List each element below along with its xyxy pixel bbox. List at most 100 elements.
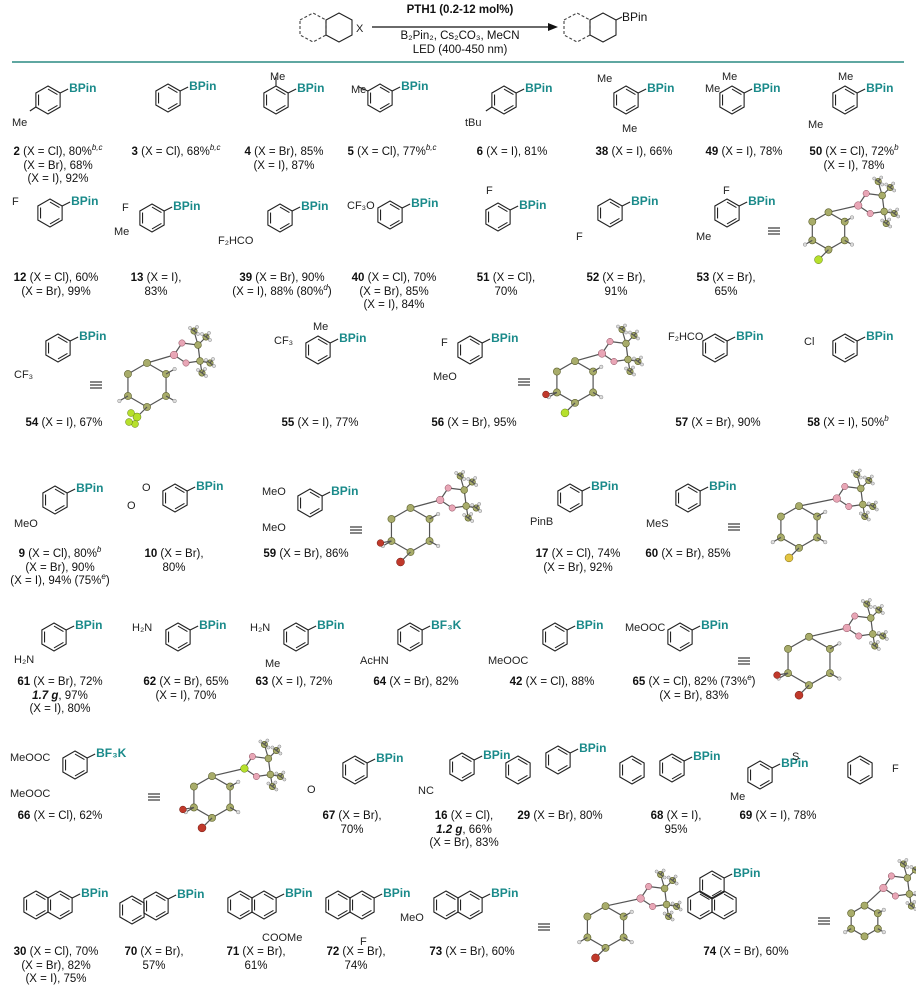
bond: [66, 488, 76, 494]
yield-text: (X = Br), 65%: [156, 676, 229, 688]
compound-16-caption: 16 (X = Cl),1.2 g, 66%(X = Br), 83%: [429, 810, 498, 851]
bpin-group: BPin: [519, 198, 546, 212]
compound-53-caption: 53 (X = Br),65%: [696, 272, 755, 299]
catalyst-condition: PTH1 (0.2-12 mol%): [406, 4, 514, 16]
meooc-label: MeOOC: [10, 752, 50, 764]
scale-text: 1.7 g: [32, 689, 59, 702]
structure-52: [597, 198, 623, 228]
yield-text: (X = Cl), 70%: [26, 946, 99, 958]
bond: [71, 893, 81, 899]
compound-number: 53: [696, 272, 710, 284]
yield-text: (X = I),: [143, 272, 182, 284]
bond: [738, 201, 748, 207]
mes-label: MeS: [646, 518, 669, 530]
footnote-mark: b,c: [425, 143, 437, 153]
yield-text: (X = Cl), 74%: [548, 548, 621, 560]
compound-number: 72: [326, 946, 340, 958]
f-label: F: [892, 763, 899, 775]
compound-number: 69: [739, 810, 753, 822]
bond: [65, 625, 75, 631]
cf3-label: CF₃: [274, 335, 293, 347]
bond: [391, 86, 401, 92]
bpin-group: BPin: [317, 618, 344, 632]
yield-text: (X = I), 72%: [268, 676, 333, 688]
me-label: Me: [12, 117, 27, 129]
yield-text: (X = Cl),: [489, 272, 536, 284]
compound-2-caption: 2 (X = Cl), 80%b,c(X = Br), 68%(X = I), …: [14, 144, 103, 187]
bpin-group: BPin: [383, 886, 410, 900]
bpin-group: BPin: [81, 886, 108, 900]
compound-64-caption: 64 (X = Br), 82%: [373, 676, 458, 690]
meo-label: MeO: [262, 522, 286, 534]
f-label: F: [12, 196, 19, 208]
naphthalene-ring-e: [433, 890, 459, 920]
footnote-mark: b: [894, 143, 899, 153]
compound-51-caption: 51 (X = Cl),70%: [477, 272, 535, 299]
bpin-group: BPin: [866, 329, 893, 343]
structure-64: [397, 622, 423, 652]
bond: [743, 88, 753, 94]
yield-text: (X = Br),: [709, 272, 756, 284]
structure-30: [47, 890, 73, 920]
cooMe-label: COOMe: [262, 932, 302, 944]
bond: [373, 893, 383, 899]
compound-29-caption: 29 (X = Br), 80%: [517, 810, 602, 824]
compound-39-caption: 39 (X = Br), 90%(X = I), 88% (80%d): [232, 272, 331, 299]
compound-number: 10: [144, 548, 158, 560]
compound-71-caption: 71 (X = Br),61%: [226, 946, 285, 973]
s-label: S: [792, 751, 799, 763]
compound-67-caption: 67 (X = Br),70%: [322, 810, 381, 837]
yield-text: 57%: [142, 959, 166, 972]
reaction-structures: X BPin: [12, 10, 904, 63]
bond: [189, 625, 199, 631]
reagents-condition: B₂Pin₂, Cs₂CO₃, MeCN: [400, 30, 520, 42]
yield-text: (X = Br),: [239, 946, 286, 958]
compound-number: 6: [476, 146, 484, 158]
bond: [723, 873, 733, 879]
yield-text: (X = Br), 85%: [250, 146, 324, 158]
compound-62-caption: 62 (X = Br), 65%(X = I), 70%: [143, 676, 228, 703]
achn-label: AcHN: [360, 655, 389, 667]
bpin-group: BPin: [781, 756, 808, 770]
bpin-group: BPin: [525, 81, 552, 95]
h2n-label: H₂N: [132, 622, 152, 634]
yield-text: (X = Br), 68%: [23, 159, 93, 172]
yield-text: (X = I), 81%: [483, 146, 548, 158]
compound-74-caption: 74 (X = Br), 60%: [703, 946, 788, 960]
f-label: F: [486, 185, 493, 197]
fluorene-ring-a: [619, 755, 645, 785]
bpin-group: BPin: [736, 329, 763, 343]
compound-number: 12: [13, 272, 27, 284]
me-label: Me: [808, 119, 823, 131]
yield-text: (X = Br), 95%: [444, 417, 517, 429]
bond: [509, 205, 519, 211]
compound-number: 56: [431, 417, 445, 429]
yield-text: (X = Br), 92%: [543, 561, 613, 574]
structure-62: [165, 622, 191, 652]
yield-text: 95%: [664, 823, 688, 836]
structure-9: [42, 485, 68, 515]
bond: [86, 753, 96, 759]
yield-text: (X = I), 77%: [294, 417, 359, 429]
bond: [726, 336, 736, 342]
bf3k-group: BF₃K: [431, 618, 462, 632]
structure-69: [747, 760, 773, 790]
structure-40: [377, 200, 403, 230]
yield-text: (X = I), 66%: [608, 146, 673, 158]
yield-text: (X = Cl),: [447, 810, 494, 822]
yield-text: (X = Cl), 80%: [25, 548, 97, 560]
yield-text: (X = Cl), 88%: [522, 676, 595, 688]
yield-text: (X = Br), 82%: [386, 676, 459, 688]
product-structure: BPin: [563, 10, 647, 43]
compound-number: 65: [632, 676, 646, 688]
compound-73-caption: 73 (X = Br), 60%: [429, 946, 514, 960]
yield-text: 74%: [344, 959, 368, 972]
compound-4-caption: 4 (X = Br), 85%(X = I), 87%: [245, 146, 324, 173]
compound-number: 38: [595, 146, 609, 158]
yield-text: (X = Br), 90%: [25, 561, 95, 574]
crystal-54: [90, 325, 216, 428]
compound-number: 3: [131, 146, 138, 158]
crystal-66: [148, 738, 287, 833]
compound-3-caption: 3 (X = Cl), 68%b,c: [131, 144, 221, 160]
